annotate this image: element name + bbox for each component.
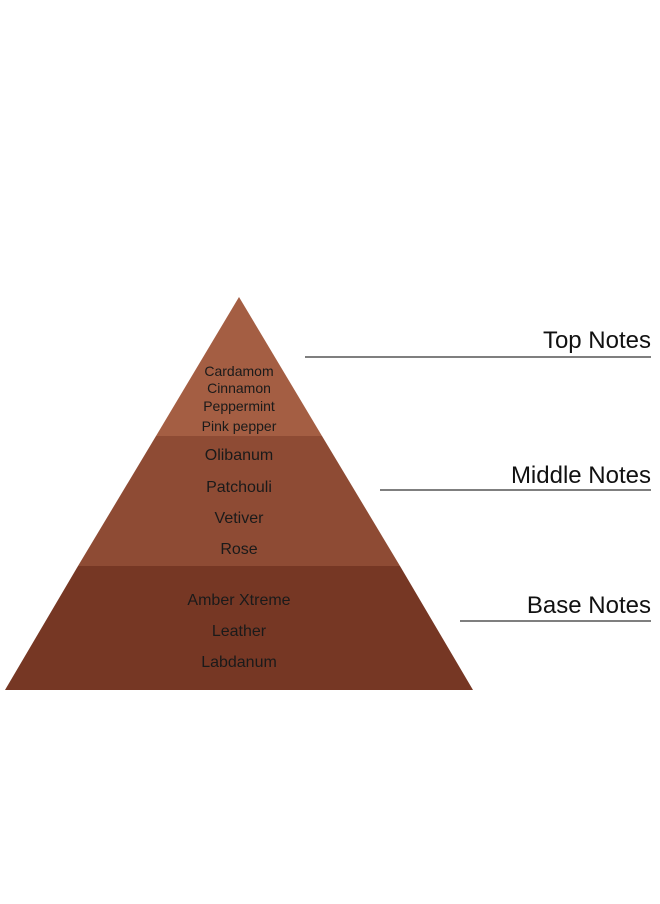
- top-note-4: Pink pepper: [202, 418, 277, 434]
- base-note-1: Amber Xtreme: [187, 592, 290, 609]
- top-note-3: Peppermint: [203, 398, 275, 414]
- base-note-3: Labdanum: [201, 654, 277, 671]
- base-notes-tier: [5, 566, 473, 690]
- middle-note-4: Rose: [220, 541, 257, 558]
- top-notes-tier: [156, 297, 322, 436]
- base-notes-label: Base Notes: [527, 592, 651, 619]
- top-note-1: Cardamom: [204, 363, 273, 379]
- middle-notes-label: Middle Notes: [511, 462, 651, 489]
- base-note-2: Leather: [212, 623, 267, 640]
- middle-note-3: Vetiver: [215, 510, 265, 527]
- top-notes-label: Top Notes: [543, 327, 651, 354]
- middle-note-2: Patchouli: [206, 479, 272, 496]
- middle-note-1: Olibanum: [205, 447, 273, 464]
- middle-notes-tier: [78, 436, 400, 566]
- top-note-2: Cinnamon: [207, 380, 271, 396]
